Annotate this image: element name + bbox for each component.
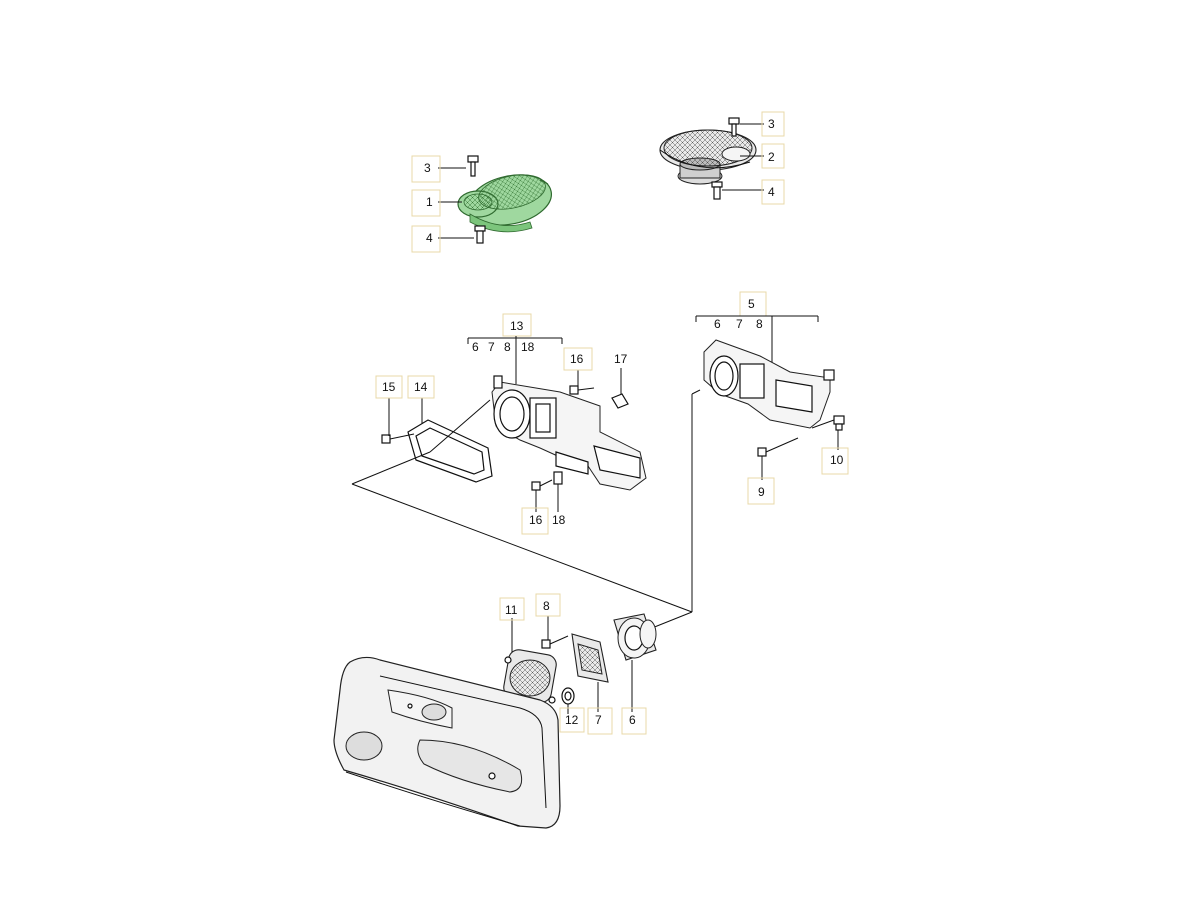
callout-7: 7 <box>595 713 602 727</box>
speaker-frame <box>571 633 609 683</box>
group-13-member: 6 <box>472 340 479 354</box>
screw-icon <box>757 437 799 457</box>
callout-3: 3 <box>424 161 431 175</box>
washer-icon <box>561 687 575 705</box>
callout-4: 4 <box>768 185 775 199</box>
screw-icon <box>541 635 569 649</box>
callout-12: 12 <box>565 713 579 727</box>
group-5-member: 7 <box>736 317 743 331</box>
door-trim-panel <box>333 656 561 829</box>
screw-icon <box>467 155 479 177</box>
gasket-frame <box>407 419 493 483</box>
screw-icon <box>381 433 415 444</box>
speaker-housing-right <box>703 339 835 429</box>
callout-4: 4 <box>426 231 433 245</box>
callout-15: 15 <box>382 380 396 394</box>
callout-1: 1 <box>426 195 433 209</box>
callout-10: 10 <box>830 453 844 467</box>
callout-3: 3 <box>768 117 775 131</box>
callout-8: 8 <box>543 599 550 613</box>
group-5-member: 6 <box>714 317 721 331</box>
screw-icon <box>811 415 845 431</box>
screw-icon <box>474 225 486 244</box>
screw-icon <box>569 385 595 395</box>
group-13-member: 8 <box>504 340 511 354</box>
woofer-speaker <box>613 613 657 661</box>
clip-icon <box>553 471 563 485</box>
callout-16: 16 <box>570 352 584 366</box>
callout-17: 17 <box>614 352 628 366</box>
clip-icon <box>611 393 629 409</box>
tweeter-speaker <box>659 129 757 185</box>
group-13-member: 18 <box>521 340 535 354</box>
callout-9: 9 <box>758 485 765 499</box>
group-13-member: 7 <box>488 340 495 354</box>
callout-6: 6 <box>629 713 636 727</box>
screw-icon <box>728 117 740 137</box>
callout-16: 16 <box>529 513 543 527</box>
screw-icon <box>711 181 723 200</box>
speaker-cover-highlighted <box>457 174 552 233</box>
callout-18: 18 <box>552 513 566 527</box>
callout-14: 14 <box>414 380 428 394</box>
callout-11: 11 <box>505 603 518 617</box>
callout-13: 13 <box>510 319 524 333</box>
speaker-housing-left <box>491 375 647 491</box>
screw-icon <box>531 479 553 491</box>
speaker-grille <box>503 649 557 704</box>
group-5-member: 8 <box>756 317 763 331</box>
callout-5: 5 <box>748 297 755 311</box>
callout-2: 2 <box>768 150 775 164</box>
